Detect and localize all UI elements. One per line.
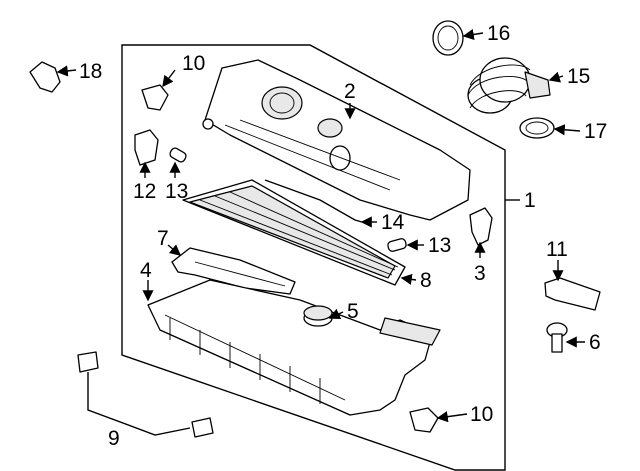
clamp-part-b bbox=[409, 407, 439, 433]
insert-part-b bbox=[387, 238, 407, 252]
callout-18: 18 bbox=[79, 60, 102, 83]
leader-16 bbox=[462, 28, 484, 41]
push-pin-part bbox=[546, 322, 568, 353]
callout-12: 12 bbox=[133, 180, 156, 203]
callout-8: 8 bbox=[420, 269, 432, 292]
callout-15: 15 bbox=[567, 65, 590, 88]
clamp-part-a bbox=[141, 84, 169, 111]
callout-1: 1 bbox=[524, 189, 536, 212]
mount-part bbox=[29, 61, 61, 93]
grommet-part-b bbox=[191, 417, 214, 438]
gasket-part bbox=[171, 247, 296, 295]
callout-16: 16 bbox=[487, 22, 510, 45]
leader-18 bbox=[56, 65, 77, 77]
leader-7 bbox=[167, 244, 182, 256]
callout-3: 3 bbox=[474, 262, 486, 285]
leader-10b bbox=[436, 411, 468, 423]
callout-10b: 10 bbox=[470, 403, 493, 426]
leader-17 bbox=[553, 124, 581, 136]
callout-13a: 13 bbox=[165, 180, 188, 203]
lower-housing-part bbox=[147, 279, 441, 416]
assembly-boundary bbox=[121, 44, 506, 471]
callout-14: 14 bbox=[381, 211, 405, 234]
leader-8 bbox=[400, 273, 417, 285]
callout-10a: 10 bbox=[182, 52, 205, 75]
hose-clamp-small-part bbox=[519, 117, 555, 139]
grommet-leader bbox=[87, 372, 191, 436]
bracket-part bbox=[469, 207, 493, 246]
duct-part bbox=[467, 57, 551, 114]
filter-element-part bbox=[182, 179, 406, 286]
clip-part bbox=[134, 129, 159, 166]
seal-strip-part bbox=[264, 179, 363, 223]
grommet-part bbox=[303, 305, 333, 327]
shield-part bbox=[544, 277, 601, 311]
callout-11: 11 bbox=[546, 238, 568, 261]
callout-17: 17 bbox=[584, 120, 607, 143]
hose-clamp-part bbox=[432, 20, 464, 56]
callout-2: 2 bbox=[344, 80, 356, 103]
leader-10a bbox=[162, 69, 176, 88]
callout-4: 4 bbox=[140, 259, 152, 282]
insert-part-a bbox=[169, 147, 187, 163]
leader-5 bbox=[328, 308, 344, 319]
callout-5: 5 bbox=[347, 300, 359, 323]
callout-13b: 13 bbox=[428, 234, 451, 257]
grommet-part-a bbox=[77, 351, 99, 373]
leader-15 bbox=[548, 71, 564, 83]
callout-6: 6 bbox=[589, 331, 601, 354]
upper-housing-part bbox=[202, 59, 471, 221]
callout-9: 9 bbox=[108, 427, 120, 450]
callout-7: 7 bbox=[157, 227, 169, 250]
